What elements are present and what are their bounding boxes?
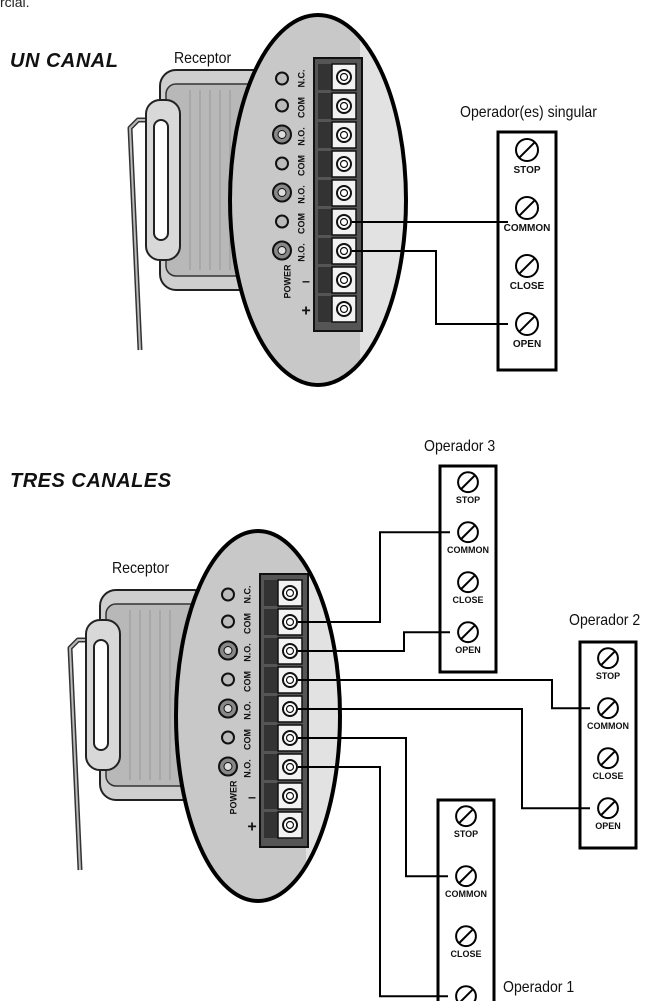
three-screw-7 [282, 788, 298, 804]
one-channel-diagram: N.C. COM N.O. COM N.O. COM N.O. POWER– + DC STOP CO… [127, 13, 558, 387]
three-plus-label: + [247, 819, 256, 836]
three-screw-1 [282, 614, 298, 630]
one-label-4: N.O. [296, 185, 306, 204]
operator-1-screw-open [455, 985, 477, 1001]
operator-3-label-common: COMMON [447, 545, 489, 555]
wire-ch1-no [298, 631, 450, 652]
one-label-0: N.C. [296, 70, 306, 88]
one-dc-label: DC [396, 356, 407, 370]
operator-1-label-close: CLOSE [450, 949, 481, 959]
section-title-one-channel: UN CANAL [10, 50, 119, 72]
three-jack-2 [221, 672, 235, 687]
three-power-label: POWER [228, 780, 238, 815]
operator-1-terminal-strip [436, 798, 496, 1001]
one-label-6: N.O. [296, 243, 306, 262]
three-label-5: COM [242, 729, 252, 750]
operator-1-label: Operador 1 [503, 979, 575, 996]
one-label-1: COM [296, 97, 306, 118]
wire-ch2-com [298, 679, 590, 710]
three-screw-2 [282, 643, 298, 659]
one-jack-4 [275, 214, 289, 229]
single-operator-label-open: OPEN [513, 339, 541, 350]
operator-2-label: Operador 2 [569, 612, 641, 629]
wire-ch1-com [298, 531, 450, 623]
three-label-3: COM [242, 671, 252, 692]
operator-2-label-open: OPEN [595, 821, 621, 831]
one-jack-0 [275, 98, 289, 113]
single-operator-label-close: CLOSE [510, 281, 545, 292]
wire-ch2-no [298, 708, 590, 810]
one-led-top [275, 71, 289, 86]
three-channel-diagram: N.C. COM N.O. COM N.O. COM N.O. POWER– + DC STOP CO… [67, 464, 638, 1001]
operator-2-label-stop: STOP [596, 671, 620, 681]
three-label-6: N.O. [242, 759, 252, 778]
operator-2-label-common: COMMON [587, 721, 629, 731]
three-led-top [221, 587, 235, 602]
one-label-5: COM [296, 213, 306, 234]
one-screw-5 [336, 214, 352, 230]
one-jack-2 [275, 156, 289, 171]
one-label-3: COM [296, 155, 306, 176]
three-screw-0 [282, 585, 298, 601]
three-zoom-outline [174, 529, 342, 903]
one-screw-4 [336, 185, 352, 201]
one-plus-label: + [301, 303, 310, 320]
three-screw-5 [282, 730, 298, 746]
receiver-label-one-channel: Receptor [174, 50, 232, 67]
one-screw-2 [336, 127, 352, 143]
three-minus-label: – [248, 789, 256, 805]
operator-3-label-stop: STOP [456, 495, 480, 505]
one-screw-8 [336, 301, 352, 317]
operator-3-label-close: CLOSE [452, 595, 483, 605]
three-dc-label: DC [342, 872, 353, 886]
single-operator-label-common: COMMON [504, 223, 551, 234]
operator-label-single: Operador(es) singular [460, 104, 597, 121]
one-screw-3 [336, 156, 352, 172]
three-label-2: N.O. [242, 643, 252, 662]
three-screw-6 [282, 759, 298, 775]
three-label-0: N.C. [242, 586, 252, 604]
operator-3-label-open: OPEN [455, 645, 481, 655]
three-screw-8 [282, 817, 298, 833]
operator-3-label: Operador 3 [424, 438, 496, 455]
wire-no-to-open [352, 250, 508, 325]
wire-ch3-com [298, 737, 448, 878]
receiver-label-three-channels: Receptor [112, 560, 170, 577]
three-screw-4 [282, 701, 298, 717]
three-label-1: COM [242, 613, 252, 634]
three-jack-4 [221, 730, 235, 745]
cut-off-text: rcial. [0, 0, 30, 10]
operator-2-label-close: CLOSE [592, 771, 623, 781]
three-jack-0 [221, 614, 235, 629]
operator-1-label-common: COMMON [445, 889, 487, 899]
one-screw-1 [336, 98, 352, 114]
single-operator-label-stop: STOP [513, 165, 540, 176]
one-label-2: N.O. [296, 127, 306, 146]
one-screw-0 [336, 69, 352, 85]
section-title-three-channels: TRES CANALES [10, 470, 172, 492]
one-zoom-outline [228, 13, 408, 387]
one-screw-6 [336, 243, 352, 259]
three-screw-3 [282, 672, 298, 688]
three-label-4: N.O. [242, 701, 252, 720]
one-minus-label: – [302, 273, 310, 289]
operator-1-label-stop: STOP [454, 829, 478, 839]
one-power-label: POWER [282, 264, 292, 299]
wire-ch3-no [298, 766, 448, 998]
one-screw-7 [336, 272, 352, 288]
